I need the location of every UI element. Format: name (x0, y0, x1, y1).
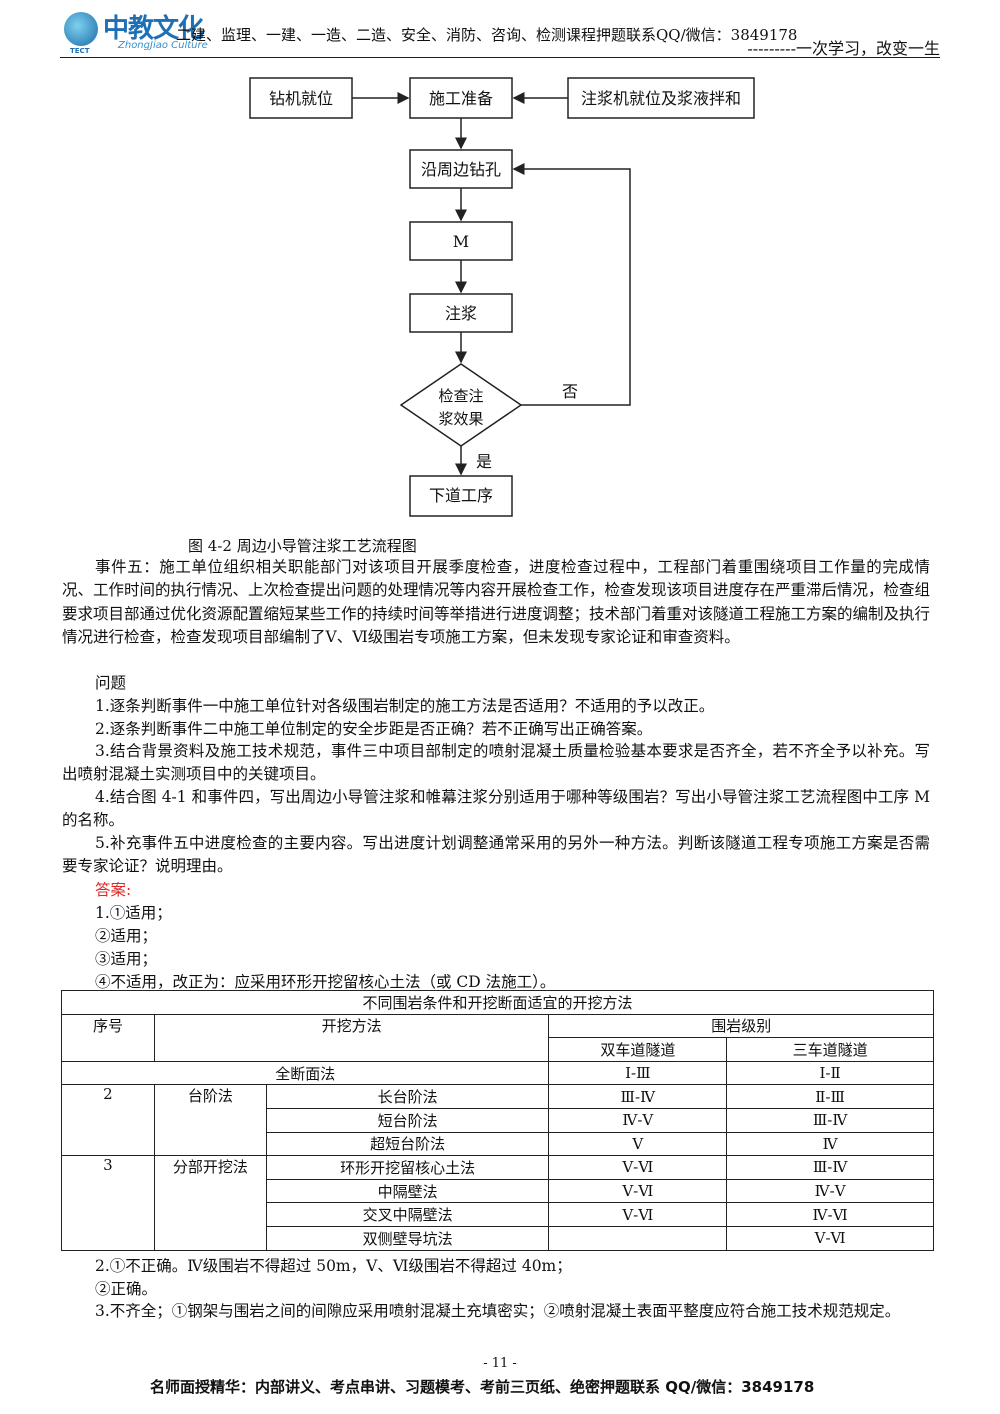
table-row: 全断面法 Ⅰ-Ⅲ Ⅰ-Ⅱ (60, 1060, 934, 1086)
cell-two: Ⅴ (548, 1131, 728, 1157)
cell-method: 全断面法 (60, 1060, 550, 1086)
header-three-lane: 三车道隧道 (726, 1037, 934, 1062)
table-title-row: 不同围岩条件和开挖断面适宜的开挖方法 (61, 990, 934, 1015)
header-course-line: 二建、监理、一建、一造、二造、安全、消防、咨询、检测课程押题联系QQ/微信：38… (176, 26, 798, 44)
table-title: 不同围岩条件和开挖断面适宜的开挖方法 (61, 990, 934, 1015)
logo-subtitle: ZhongJiao Culture (118, 40, 208, 51)
cell-two: Ⅴ-Ⅵ (548, 1178, 728, 1204)
answer-2-1: 2.①不正确。Ⅳ级围岩不得超过 50m，Ⅴ、Ⅵ级围岩不得超过 40m； (95, 1257, 572, 1275)
cell-two: Ⅰ-Ⅲ (548, 1060, 728, 1086)
question-3: 3.结合背景资料及施工技术规范，事件三中项目部制定的喷射混凝土质量检验基本要求是… (62, 742, 930, 784)
cell-two: Ⅴ-Ⅵ (548, 1202, 728, 1227)
logo-text: 中教文化 (103, 14, 204, 44)
cell-three: Ⅳ-Ⅵ (726, 1202, 934, 1227)
header-divider (60, 57, 940, 58)
logo-globe-icon (64, 12, 98, 46)
header-method: 开挖方法 (153, 1013, 550, 1062)
table-row: 短台阶法 Ⅳ-Ⅴ Ⅲ-Ⅳ (62, 1107, 934, 1133)
cell-three: Ⅴ-Ⅵ (726, 1225, 934, 1251)
header-no: 序号 (61, 1013, 155, 1062)
cell-group: 台阶法 (153, 1084, 267, 1157)
table-row: 超短台阶法 Ⅴ Ⅳ (62, 1131, 934, 1157)
label-drill-position: 钻机就位 (269, 89, 333, 108)
cell-method: 短台阶法 (265, 1107, 550, 1133)
answer-1-4: ④不适用，改正为：应采用环形开挖留核心土法（或 CD 法施工）。 (95, 973, 556, 991)
footer-text: 名师面授精华：内部讲义、考点串讲、习题模考、考前三页纸、绝密押题联系 QQ/微信… (150, 1378, 815, 1396)
answer-1-3: ③适用； (95, 950, 158, 968)
cell-no: 2 (61, 1084, 155, 1157)
node-check (399, 363, 523, 447)
label-m: M (453, 232, 469, 251)
cell-two: Ⅲ-Ⅳ (548, 1084, 728, 1109)
table-row: 交叉中隔壁法 Ⅴ-Ⅵ Ⅳ-Ⅵ (62, 1202, 934, 1227)
answer-1-2: ②适用； (95, 927, 158, 945)
page-number: - 11 - (483, 1356, 517, 1371)
cell-three: Ⅱ-Ⅲ (726, 1084, 934, 1109)
label-grout-machine: 注浆机就位及浆液拌和 (581, 89, 741, 108)
figure-caption: 图 4-2 周边小导管注浆工艺流程图 (188, 537, 417, 555)
cell-three: Ⅳ-Ⅴ (726, 1178, 934, 1204)
cell-two: Ⅳ-Ⅴ (548, 1107, 728, 1133)
cell-no: 3 (61, 1155, 155, 1251)
table-row: 3 分部开挖法 环形开挖留核心土法 Ⅴ-Ⅵ Ⅲ-Ⅳ (61, 1155, 934, 1251)
cell-three: Ⅳ (726, 1131, 934, 1157)
question-5: 5.补充事件五中进度检查的主要内容。写出进度计划调整通常采用的另外一种方法。判断… (62, 834, 930, 876)
table-row: 双侧壁导坑法 Ⅴ-Ⅵ (62, 1225, 934, 1251)
question-4: 4.结合图 4-1 和事件四，写出周边小导管注浆和帷幕注浆分别适用于哪种等级围岩… (62, 788, 930, 830)
label-check-1: 检查注 (438, 387, 483, 405)
cell-method: 长台阶法 (265, 1084, 550, 1109)
cell-group: 分部开挖法 (153, 1155, 267, 1251)
table-header-row: 序号 开挖方法 围岩级别 (61, 1013, 934, 1062)
answer-2-2: ②正确。 (95, 1280, 158, 1298)
table-subheader-row: 双车道隧道 三车道隧道 (62, 1037, 934, 1062)
cell-method: 环形开挖留核心土法 (265, 1155, 550, 1180)
header-two-lane: 双车道隧道 (548, 1037, 728, 1062)
grouting-flowchart: 钻机就位 施工准备 注浆机就位及浆液拌和 沿周边钻孔 M 注浆 检查注 浆效果 … (249, 77, 755, 517)
event5-paragraph: 事件五：施工单位组织相关职能部门对该项目开展季度检查，进度检查过程中，工程部门着… (62, 558, 931, 646)
label-grout: 注浆 (445, 304, 477, 323)
label-prep: 施工准备 (429, 89, 493, 108)
cell-method: 交叉中隔壁法 (265, 1202, 550, 1227)
label-check-2: 浆效果 (438, 410, 483, 428)
question-2: 2.逐条判断事件二中施工单位制定的安全步距是否正确？若不正确写出正确答案。 (95, 720, 653, 738)
cell-method: 中隔壁法 (265, 1178, 550, 1204)
cell-two (548, 1225, 728, 1251)
cell-three: Ⅲ-Ⅳ (726, 1107, 934, 1133)
label-yes: 是 (476, 452, 492, 471)
cell-three: Ⅲ-Ⅳ (726, 1155, 934, 1180)
cell-method: 超短台阶法 (265, 1131, 550, 1157)
cell-method: 双侧壁导坑法 (265, 1225, 550, 1251)
answer-3: 3.不齐全；①钢架与围岩之间的间隙应采用喷射混凝土充填密实；②喷射混凝土表面平整… (95, 1302, 901, 1320)
label-next: 下道工序 (429, 486, 493, 505)
arrow-no-loop (512, 163, 631, 406)
node-next (409, 475, 513, 517)
header-slogan: ---------一次学习，改变一生 (747, 39, 940, 58)
cell-two: Ⅴ-Ⅵ (548, 1155, 728, 1180)
questions-title: 问题 (95, 674, 127, 692)
cell-three: Ⅰ-Ⅱ (726, 1060, 934, 1086)
answer-title: 答案: (95, 881, 132, 899)
label-no: 否 (562, 382, 578, 401)
table-row: 2 台阶法 长台阶法 Ⅲ-Ⅳ Ⅱ-Ⅲ (61, 1084, 934, 1157)
table-row: 中隔壁法 Ⅴ-Ⅵ Ⅳ-Ⅴ (62, 1178, 934, 1204)
page-header: 中教文化 ZhongJiao Culture TECT 二建、监理、一建、一造、… (0, 0, 1000, 70)
excavation-methods-table: 不同围岩条件和开挖断面适宜的开挖方法 序号 开挖方法 围岩级别 双车道隧道 三车… (60, 990, 934, 1251)
header-grade: 围岩级别 (548, 1013, 934, 1039)
question-1: 1.逐条判断事件一中施工单位针对各级围岩制定的施工方法是否适用？不适用的予以改正… (95, 697, 715, 715)
label-drill-holes: 沿周边钻孔 (421, 160, 501, 179)
answer-1-1: 1.①适用； (95, 904, 172, 922)
logo-tect: TECT (70, 47, 90, 55)
